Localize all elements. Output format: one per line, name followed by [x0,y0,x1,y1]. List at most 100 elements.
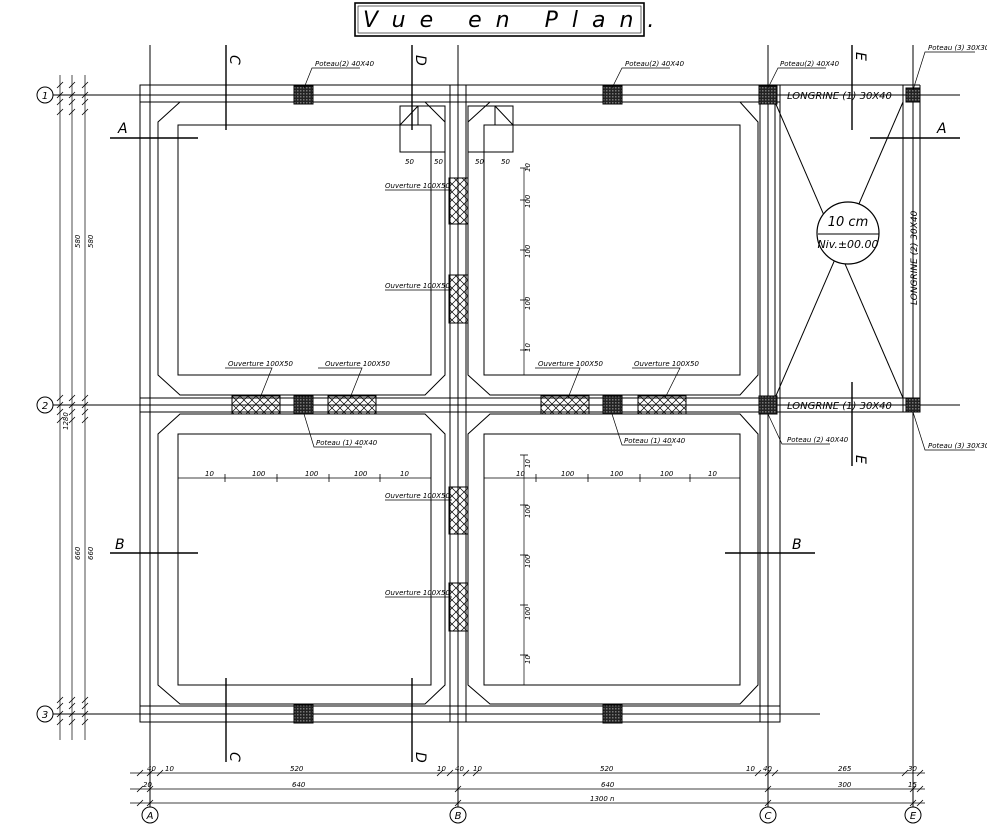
section-e-bottom: E [852,455,868,464]
label-opening: Ouverture 100X50 [325,360,390,368]
dim-tick [68,702,76,710]
col-bubble-c [759,806,777,824]
column [293,395,314,415]
left-ticks [56,81,89,726]
tick-text: 10 [516,470,525,478]
label-longrine: LONGRINE (1) 30X40 [787,401,892,412]
label-opening: Ouverture 100X50 [538,360,603,368]
bay-top-left-inner [177,124,432,376]
dim-tick [764,785,772,793]
tick-text: 100 [524,504,532,518]
dim-tick [909,785,917,793]
tick-text: 100 [524,606,532,620]
bay-top-right-inner [483,124,741,376]
label-opening: Ouverture 100X50 [385,182,450,190]
dim-tick [446,769,454,777]
leader [535,367,581,399]
dim-tick [56,81,64,89]
openings [231,177,687,632]
level-circle [816,201,880,265]
dim-row2-text: 300 [838,781,852,789]
dim-row2-text: 20 [143,781,152,789]
dim-tick [81,710,89,718]
dim-tick [56,416,64,424]
label-opening: Ouverture 100X50 [385,492,450,500]
level-niv: Niv.±00.00 [817,238,878,251]
tick-text: 100 [524,296,532,310]
dim-row1-text: 10 [437,765,446,773]
tick-text: 100 [305,470,319,478]
tick-text: 100 [354,470,368,478]
dim-tick [146,799,154,807]
leader [318,367,363,399]
opening [327,395,377,415]
col-label-e: E [910,811,917,822]
dim-tick [68,394,76,402]
column [905,87,921,103]
dim-tick [156,769,164,777]
tick-text: 10 [524,655,532,664]
dim-tick [764,799,772,807]
dim-row1-text: 40 [147,765,156,773]
dim-row1-text: 520 [600,765,614,773]
dim-tick [56,696,64,704]
left-dims [59,75,86,740]
col-bubble-e [904,806,922,824]
tick-text: 50 [501,158,510,166]
row-bubble-3 [36,705,54,723]
label-poteau: Poteau(2) 40X40 [625,60,685,68]
dim-tick [81,696,89,704]
tick-text: 100 [524,244,532,258]
tick-text: 10 [708,470,717,478]
label-longrine: LONGRINE (1) 30X40 [787,91,892,102]
dim-tick [916,799,924,807]
dim-tick [68,416,76,424]
notch-right [467,105,514,153]
row-label-2: 2 [42,401,48,412]
leader [225,367,273,399]
dim-tick [771,769,779,777]
dim-tick [68,108,76,116]
opening [448,486,469,535]
label-poteau: Poteau (3) 30X30 [928,442,987,450]
bottom-dim-text: 40 10 520 10 40 10 520 10 40 265 30 20 6… [143,765,917,803]
dim-tick [56,401,64,409]
dim-row1-text: 40 [455,765,464,773]
column [905,397,921,413]
left-dim-text: 580 [74,234,82,248]
dim-tick [436,769,444,777]
dim-tick [81,401,89,409]
row-label-1: 1 [42,91,48,102]
column [293,85,314,105]
label-opening: Ouverture 100X50 [634,360,699,368]
columns [293,85,921,724]
dim-tick [901,769,909,777]
dim-tick [146,785,154,793]
row-bubbles [36,86,922,824]
bay-bot-right-inner [483,433,741,686]
section-b-left: B [115,537,125,553]
dim-tick [56,98,64,106]
dim-row1-text: 10 [473,765,482,773]
dim-row1-text: 10 [165,765,174,773]
opening [448,274,469,324]
opening [448,582,469,632]
dim-tick [454,799,462,807]
leader [303,413,362,448]
dim-tick [754,769,762,777]
leader [611,413,672,446]
dim-tick [68,401,76,409]
level-thickness: 10 cm [828,215,869,230]
leader [767,413,830,445]
left-dim-text: 660 [74,546,82,560]
tick-text: 10 [524,163,532,172]
tick-text: 50 [475,158,484,166]
section-c-top: C [226,55,242,65]
tick-text: 10 [400,470,409,478]
dim-tick [81,408,89,416]
dim-tick [81,718,89,726]
leader [767,67,826,89]
dim-tick [56,408,64,416]
dim-total-text: 1300 n [590,795,614,803]
leaders [225,51,975,598]
